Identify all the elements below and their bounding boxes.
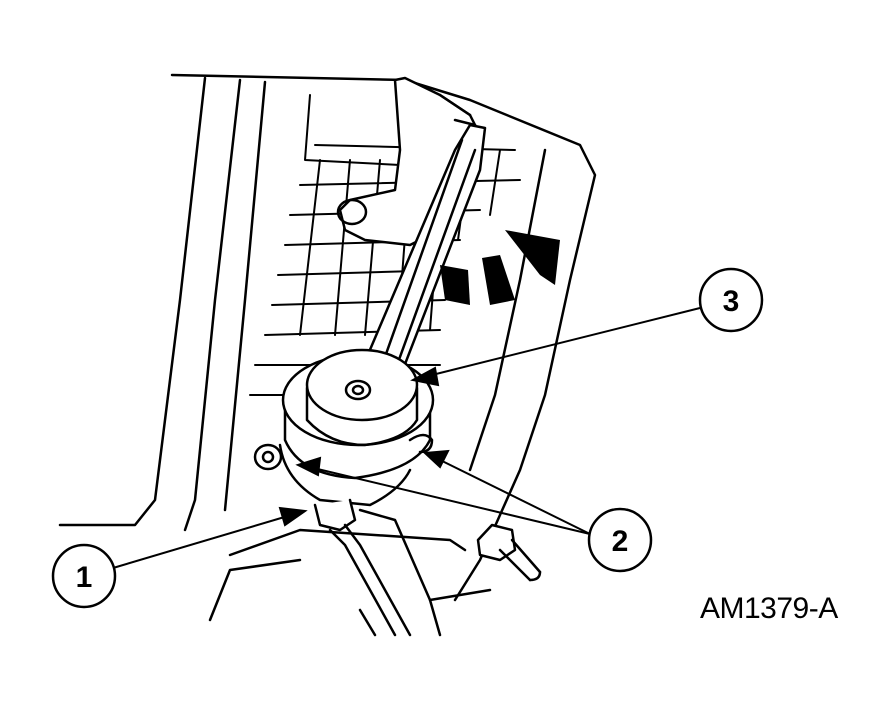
- actuator-motor: [253, 348, 435, 507]
- callout-1-label: 1: [76, 561, 93, 594]
- leader-lines: [112, 307, 701, 569]
- rotation-arrows: [440, 230, 560, 305]
- callout-3-label: 3: [723, 285, 740, 318]
- callout-2-label: 2: [612, 525, 629, 558]
- callout-2: 2: [587, 507, 653, 573]
- figure-id: AM1379-A: [700, 592, 838, 625]
- callout-3: 3: [698, 267, 764, 333]
- electrical-connector: [313, 498, 442, 637]
- callout-1: 1: [51, 543, 117, 609]
- housing-panel: [58, 73, 597, 637]
- mounting-bolt: [476, 523, 542, 582]
